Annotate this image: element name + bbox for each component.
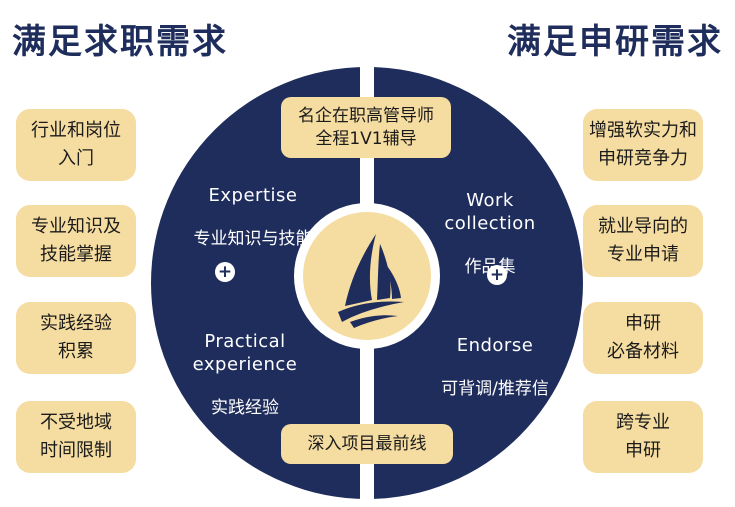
quadrant-practical: Practical experience 实践经验	[160, 309, 330, 440]
left-card-4: 不受地域 时间限制	[16, 401, 136, 473]
right-card-4: 跨专业 申研	[583, 401, 703, 473]
endorse-label-zh: 可背调/推荐信	[441, 378, 549, 399]
project-pill: 深入项目最前线	[281, 424, 453, 464]
expertise-label-en: Expertise	[208, 184, 298, 206]
right-card-3: 申研 必备材料	[583, 302, 703, 374]
left-card-1: 行业和岗位 入门	[16, 109, 136, 181]
practical-label-en: Practical experience	[192, 330, 298, 376]
work-label-en: Work collection	[444, 189, 536, 235]
left-card-2: 专业知识及 技能掌握	[16, 205, 136, 277]
right-card-1: 增强软实力和 申研竞争力	[583, 109, 703, 181]
plus-icon: +	[487, 265, 507, 285]
quadrant-endorse: Endorse 可背调/推荐信	[410, 313, 580, 421]
practical-label-zh: 实践经验	[211, 398, 279, 419]
left-card-3: 实践经验 积累	[16, 302, 136, 374]
sailboat-logo-icon	[338, 234, 404, 328]
mentor-pill: 名企在职高管导师 全程1V1辅导	[281, 97, 451, 158]
right-heading: 满足申研需求	[507, 22, 723, 62]
endorse-label-en: Endorse	[456, 334, 534, 356]
expertise-label-zh: 专业知识与技能	[193, 228, 313, 249]
left-heading: 满足求职需求	[12, 22, 228, 62]
quadrant-expertise: Expertise 专业知识与技能	[168, 163, 338, 271]
plus-icon: +	[215, 262, 235, 282]
right-card-2: 就业导向的 专业申请	[583, 205, 703, 277]
